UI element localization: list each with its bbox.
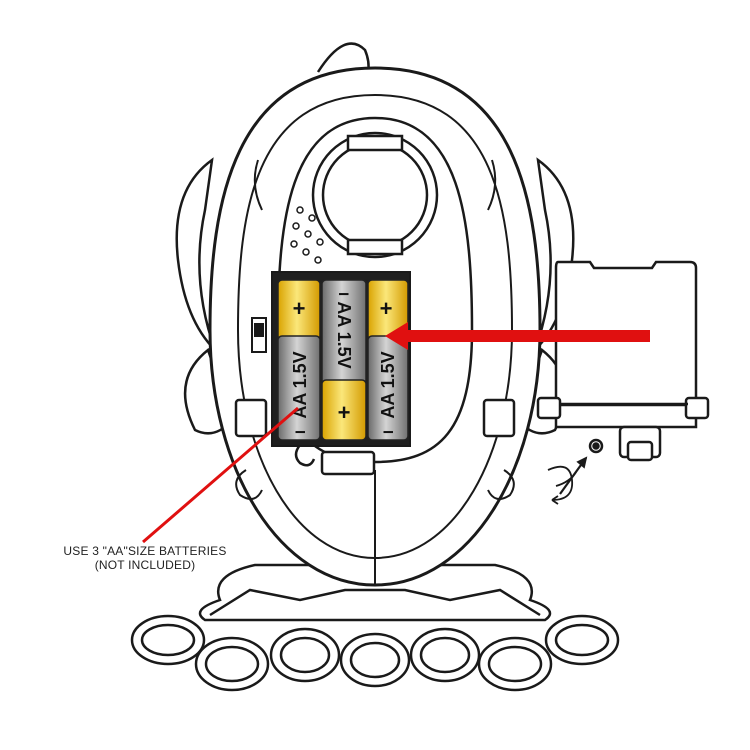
toy-feet [130,563,620,692]
battery-1: + AA 1.5V I [277,279,321,441]
battery-3-minus: I [380,430,396,434]
battery-1-label: AA 1.5V [290,351,310,418]
battery-1-minus: I [292,430,308,434]
battery-2: + AA 1.5V I [321,279,367,441]
insert-arrow [385,322,650,350]
battery-2-label: AA 1.5V [334,301,354,368]
battery-3: + AA 1.5V I [367,279,409,441]
power-switch [251,317,267,353]
instruction-line-2: (NOT INCLUDED) [94,558,196,572]
battery-2-plus: + [338,400,351,425]
instruction-line-1: USE 3 "AA"SIZE BATTERIES [63,544,227,558]
top-fin [316,42,370,73]
battery-instruction: USE 3 "AA"SIZE BATTERIES (NOT INCLUDED) [30,544,260,572]
battery-3-label: AA 1.5V [378,351,398,418]
callout-line [142,406,299,544]
battery-1-plus: + [293,296,306,321]
battery-3-plus: + [380,296,393,321]
battery-2-minus: I [336,292,352,296]
screw-rotate-icon [547,456,588,505]
round-dial-window [311,131,439,259]
side-clips [234,398,516,476]
speaker-holes [290,206,324,264]
battery-cover [536,260,710,462]
